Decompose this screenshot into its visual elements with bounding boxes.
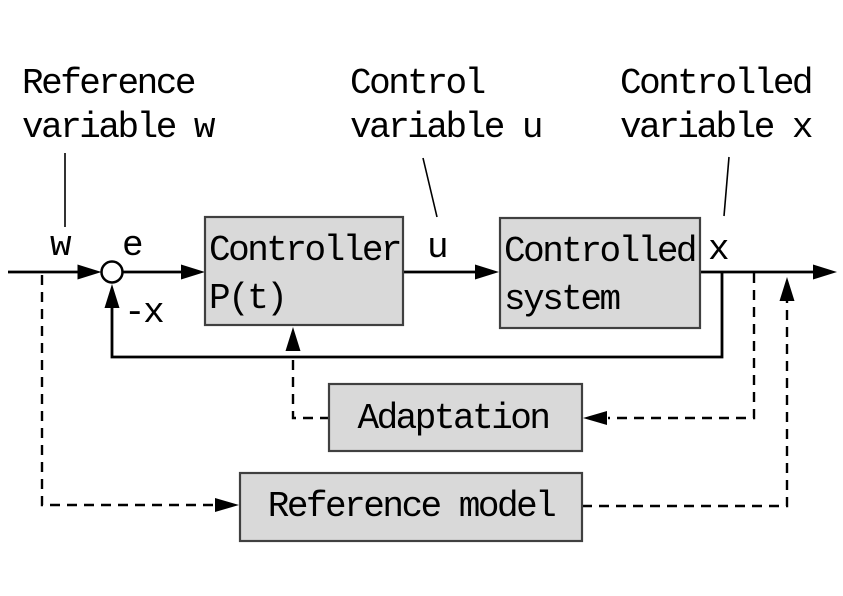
control-signal-arrowhead bbox=[475, 264, 499, 280]
control-variable-label: Control variable u bbox=[350, 63, 544, 148]
controlled-system-block: Controlled system bbox=[498, 216, 702, 330]
output-to-adaptation-line bbox=[608, 273, 756, 420]
output-to-adaptation-path bbox=[583, 273, 756, 425]
signal-label-w: w bbox=[50, 225, 72, 266]
signal-label-x: x bbox=[708, 229, 728, 270]
adaptation-to-controller-path bbox=[285, 327, 330, 420]
output-signal-arrowhead bbox=[813, 264, 837, 280]
signal-label-minus-x: -x bbox=[124, 292, 163, 333]
w-to-reference-model-path bbox=[40, 275, 239, 512]
error-signal-arrowhead bbox=[181, 264, 205, 280]
controller-block-label-line2: P(t) bbox=[209, 278, 285, 319]
signal-label-e: e bbox=[122, 225, 142, 266]
output-signal-arrow bbox=[700, 264, 837, 280]
feedback-line bbox=[110, 273, 724, 359]
controlled-system-block-box bbox=[498, 216, 702, 330]
reference-model-to-output-path bbox=[582, 277, 795, 508]
adaptation-to-controller-arrowhead bbox=[285, 327, 301, 351]
error-signal-arrow bbox=[123, 264, 205, 280]
adaptation-to-controller-line bbox=[291, 353, 330, 420]
controlled-variable-label-line1: Controlled bbox=[620, 63, 811, 104]
reference-model-to-output-arrowhead bbox=[779, 277, 795, 301]
control-variable-leader-line bbox=[422, 157, 438, 218]
controller-block: Controller P(t) bbox=[203, 215, 405, 327]
feedback-arrowhead bbox=[104, 284, 120, 308]
reference-model-block: Reference model bbox=[238, 471, 584, 543]
adaptation-block: Adaptation bbox=[327, 382, 584, 453]
signal-label-u: u bbox=[427, 227, 446, 268]
reference-model-block-label: Reference model bbox=[268, 486, 555, 527]
reference-variable-label-line1: Reference bbox=[22, 63, 195, 104]
adaptation-block-label: Adaptation bbox=[357, 398, 548, 439]
reference-variable-label: Reference variable w bbox=[22, 63, 218, 148]
control-variable-label-line2: variable u bbox=[350, 107, 541, 148]
feedback-loop bbox=[104, 273, 724, 359]
controlled-system-block-label-line2: system bbox=[504, 279, 620, 320]
controlled-variable-leader-line bbox=[723, 156, 730, 217]
control-signal-arrow bbox=[403, 264, 499, 280]
reference-model-block-box bbox=[238, 471, 584, 543]
controller-block-label-line1: Controller bbox=[209, 230, 400, 271]
reference-variable-label-line2: variable w bbox=[22, 107, 216, 148]
controlled-variable-label: Controlled variable x bbox=[620, 63, 814, 148]
control-variable-label-line1: Control bbox=[350, 63, 485, 104]
summing-junction bbox=[100, 260, 124, 284]
w-input-arrowhead bbox=[77, 264, 102, 280]
w-to-reference-model-line bbox=[40, 275, 213, 507]
adaptation-block-box bbox=[327, 382, 584, 453]
controller-block-box bbox=[203, 215, 405, 327]
w-input-arrow bbox=[8, 264, 102, 280]
controlled-system-block-label-line1: Controlled bbox=[504, 231, 695, 272]
output-to-adaptation-arrowhead bbox=[583, 411, 607, 425]
controlled-variable-label-line2: variable x bbox=[620, 107, 812, 148]
w-to-reference-model-arrowhead bbox=[215, 498, 239, 512]
reference-model-to-output-line bbox=[582, 301, 789, 508]
